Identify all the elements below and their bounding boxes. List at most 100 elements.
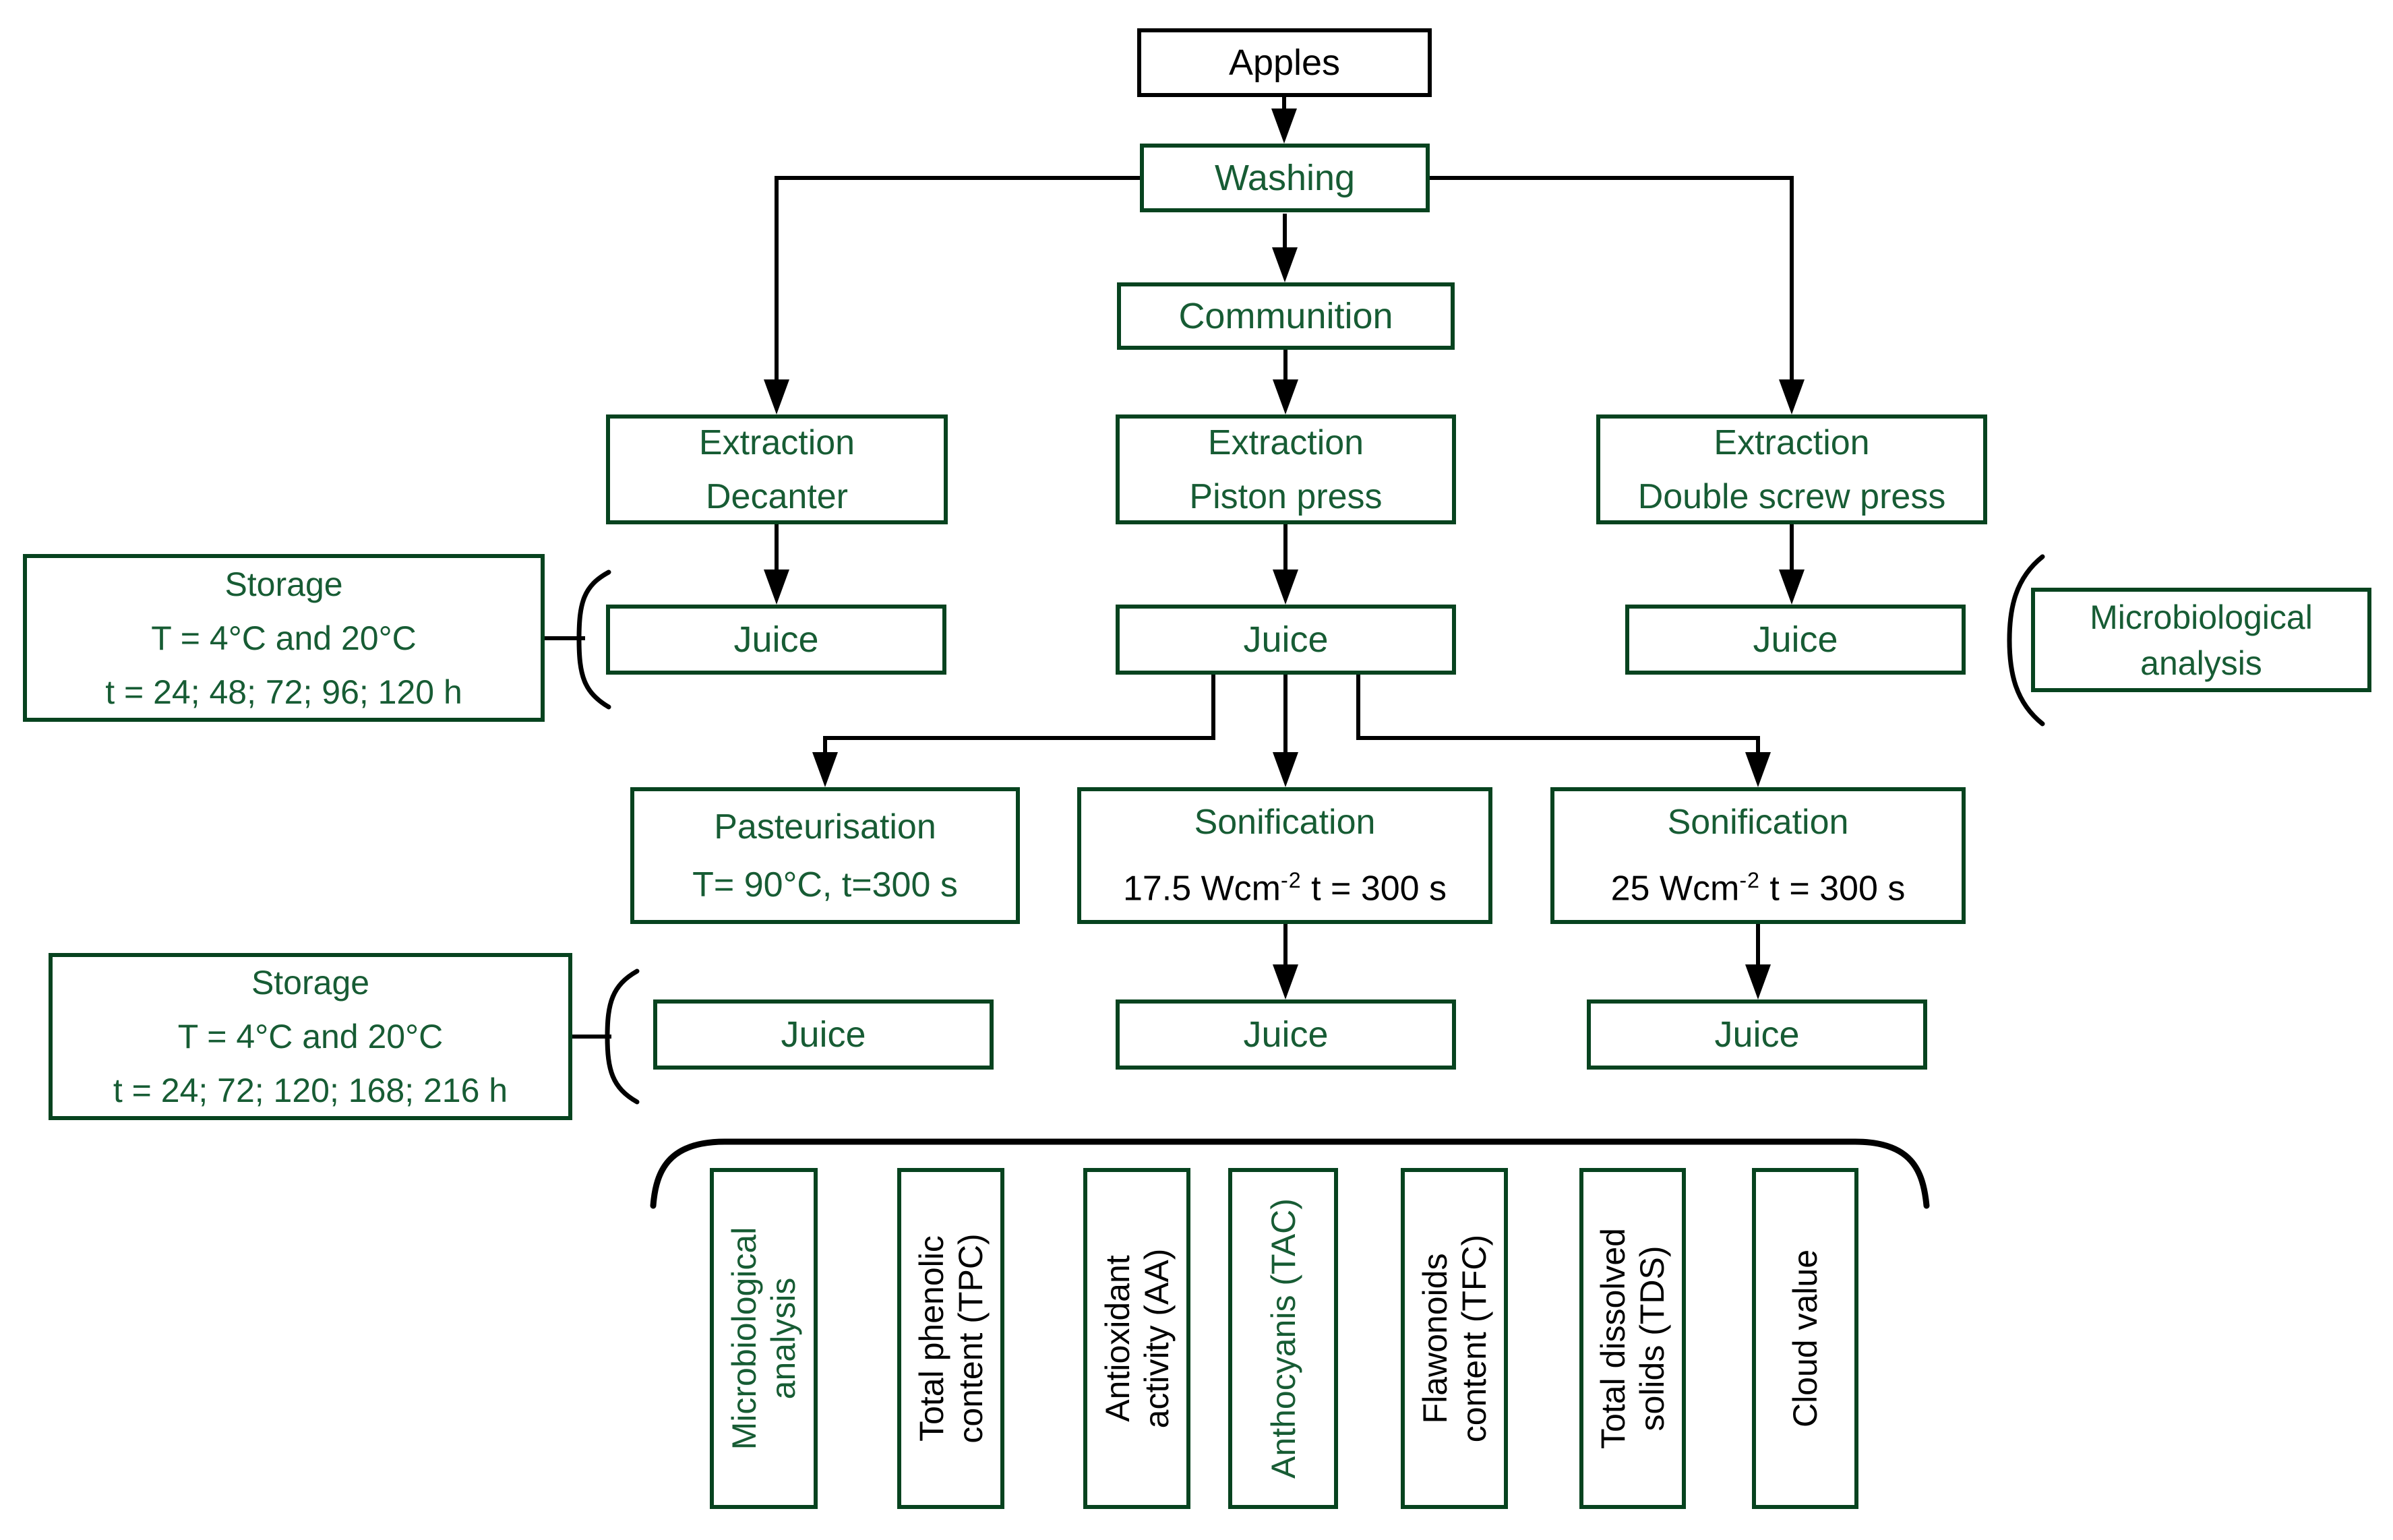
node-sonification-25: Sonification 25 Wcm-2 t = 300 s — [1550, 787, 1966, 924]
node-juice-sonified-25-label: Juice — [1714, 1014, 1800, 1055]
arrowhead-sonification-25 — [1745, 752, 1771, 787]
arrow-juice-pasteurisation-line — [823, 675, 1215, 756]
analysis-box-tac: Anthocyanis (TAC) — [1228, 1168, 1338, 1509]
arrowhead-juice-decanter — [764, 569, 789, 605]
node-extraction-piston-press: Extraction Piston press — [1116, 414, 1456, 524]
storage-first-line3: t = 24; 48; 72; 96; 120 h — [105, 673, 462, 711]
node-apples: Apples — [1137, 28, 1432, 97]
arrowhead-extraction-double-screw — [1779, 379, 1805, 414]
analysis-box-tfc: Flawonoids content (TFC) — [1401, 1168, 1508, 1509]
arrowhead-juice-sonified-17-5 — [1273, 964, 1298, 999]
analysis-cloud-value-text: Cloud value — [1786, 1177, 1825, 1500]
storage-second-line2: T = 4°C and 20°C — [177, 1018, 444, 1055]
node-juice-double-screw-press-label: Juice — [1753, 619, 1838, 660]
node-washing: Washing — [1140, 144, 1430, 212]
node-pasteurisation-line2: T= 90°C, t=300 s — [692, 865, 958, 904]
analysis-box-tpc: Total phenolic content (TPC) — [897, 1168, 1004, 1509]
node-extraction-double-screw-press-line1: Extraction — [1714, 423, 1870, 462]
node-extraction-piston-press-line1: Extraction — [1207, 423, 1364, 462]
node-juice-double-screw-press: Juice — [1625, 605, 1966, 675]
microbiological-analysis-line2: analysis — [2140, 644, 2262, 682]
node-pasteurisation: Pasteurisation T= 90°C, t=300 s — [630, 787, 1020, 924]
node-extraction-decanter-line1: Extraction — [698, 423, 855, 462]
arrowhead-extraction-piston — [1273, 379, 1298, 414]
node-communition-label: Communition — [1178, 296, 1393, 336]
storage-first-line2: T = 4°C and 20°C — [151, 619, 417, 657]
node-juice-decanter: Juice — [606, 605, 946, 675]
analysis-tds-text: Total dissolved solids (TDS) — [1594, 1177, 1672, 1500]
analysis-tds-line2: solids (TDS) — [1633, 1245, 1671, 1431]
analysis-box-tds: Total dissolved solids (TDS) — [1579, 1168, 1686, 1509]
sonification-25-exponent: -2 — [1739, 868, 1760, 893]
analysis-tpc-line2: content (TPC) — [951, 1233, 990, 1444]
arrowhead-communition — [1272, 247, 1298, 282]
node-extraction-decanter-line2: Decanter — [706, 476, 848, 516]
analysis-microbiological-line2: analysis — [764, 1277, 802, 1400]
arrow-juice-sonification-25-line — [1356, 675, 1760, 756]
analysis-tpc-text: Total phenolic content (TPC) — [912, 1177, 990, 1500]
node-juice-pasteurised-label: Juice — [781, 1014, 866, 1055]
node-juice-decanter-label: Juice — [733, 619, 819, 660]
analysis-tfc-line2: content (TFC) — [1455, 1234, 1493, 1443]
microbiological-analysis-line1: Microbiological — [2090, 598, 2313, 636]
analysis-aa-text: Antioxidant activity (AA) — [1098, 1177, 1176, 1500]
annotation-storage-first: Storage T = 4°C and 20°C t = 24; 48; 72;… — [23, 554, 545, 722]
storage-second-line3: t = 24; 72; 120; 168; 216 h — [113, 1072, 508, 1109]
node-pasteurisation-line1: Pasteurisation — [714, 807, 936, 846]
node-juice-pasteurised: Juice — [653, 999, 994, 1070]
analysis-cloud-value-line1: Cloud value — [1786, 1249, 1824, 1428]
analysis-tac-line1: Anthocyanis (TAC) — [1264, 1198, 1302, 1479]
analysis-aa-line1: Antioxidant — [1098, 1255, 1137, 1422]
node-juice-sonified-17-5: Juice — [1116, 999, 1456, 1070]
node-extraction-decanter: Extraction Decanter — [606, 414, 948, 524]
node-sonification-17-5-line2: 17.5 Wcm-2 t = 300 s — [1123, 851, 1447, 917]
analysis-box-cloud-value: Cloud value — [1752, 1168, 1858, 1509]
analysis-aa-line2: activity (AA) — [1137, 1248, 1176, 1429]
sonification-17-5-time: t = 300 s — [1301, 869, 1447, 908]
annotation-storage-second: Storage T = 4°C and 20°C t = 24; 72; 120… — [49, 953, 572, 1120]
analysis-tds-line1: Total dissolved — [1594, 1228, 1632, 1449]
arrowhead-pasteurisation — [812, 752, 838, 787]
arrowhead-juice-piston — [1273, 569, 1298, 605]
node-sonification-25-line2: 25 Wcm-2 t = 300 s — [1611, 851, 1906, 917]
arrowhead-juice-sonified-25 — [1745, 964, 1771, 999]
analyses-brace — [650, 1138, 1930, 1209]
analysis-tpc-line1: Total phenolic — [912, 1235, 950, 1442]
node-extraction-piston-press-line2: Piston press — [1189, 476, 1383, 516]
node-washing-label: Washing — [1214, 158, 1356, 198]
microbiological-brace — [2007, 554, 2045, 727]
analysis-tfc-line1: Flawonoids — [1416, 1253, 1454, 1424]
node-sonification-17-5: Sonification 17.5 Wcm-2 t = 300 s — [1077, 787, 1492, 924]
analysis-microbiological-text: Microbiological analysis — [725, 1177, 803, 1500]
arrowhead-juice-double-screw — [1779, 569, 1805, 605]
node-juice-piston-press: Juice — [1116, 605, 1456, 675]
sonification-25-intensity: 25 Wcm — [1610, 869, 1740, 908]
storage-second-line1: Storage — [251, 964, 370, 1002]
storage-first-line1: Storage — [224, 565, 343, 603]
sonification-25-time: t = 300 s — [1759, 869, 1906, 908]
analysis-tac-text: Anthocyanis (TAC) — [1264, 1177, 1303, 1500]
node-extraction-double-screw-press-line2: Double screw press — [1637, 476, 1946, 516]
node-juice-sonified-25: Juice — [1587, 999, 1927, 1070]
analysis-microbiological-line1: Microbiological — [725, 1227, 763, 1450]
arrowhead-washing — [1271, 109, 1297, 144]
node-extraction-double-screw-press: Extraction Double screw press — [1596, 414, 1987, 524]
sonification-17-5-intensity: 17.5 Wcm — [1122, 869, 1281, 908]
storage-second-brace — [605, 968, 640, 1105]
arrow-washing-double-screw-line — [1430, 176, 1794, 383]
node-juice-piston-press-label: Juice — [1243, 619, 1329, 660]
node-apples-label: Apples — [1228, 42, 1341, 83]
arrowhead-sonification-17-5 — [1273, 752, 1298, 787]
annotation-microbiological-analysis: Microbiological analysis — [2031, 588, 2371, 692]
analysis-box-aa: Antioxidant activity (AA) — [1083, 1168, 1190, 1509]
analysis-tfc-text: Flawonoids content (TFC) — [1416, 1177, 1494, 1500]
storage-first-brace — [576, 569, 611, 710]
arrowhead-extraction-decanter — [764, 379, 789, 414]
analysis-box-microbiological: Microbiological analysis — [710, 1168, 818, 1509]
node-communition: Communition — [1117, 282, 1455, 350]
sonification-17-5-exponent: -2 — [1281, 868, 1302, 893]
node-sonification-17-5-line1: Sonification — [1194, 803, 1376, 842]
node-juice-sonified-17-5-label: Juice — [1243, 1014, 1329, 1055]
